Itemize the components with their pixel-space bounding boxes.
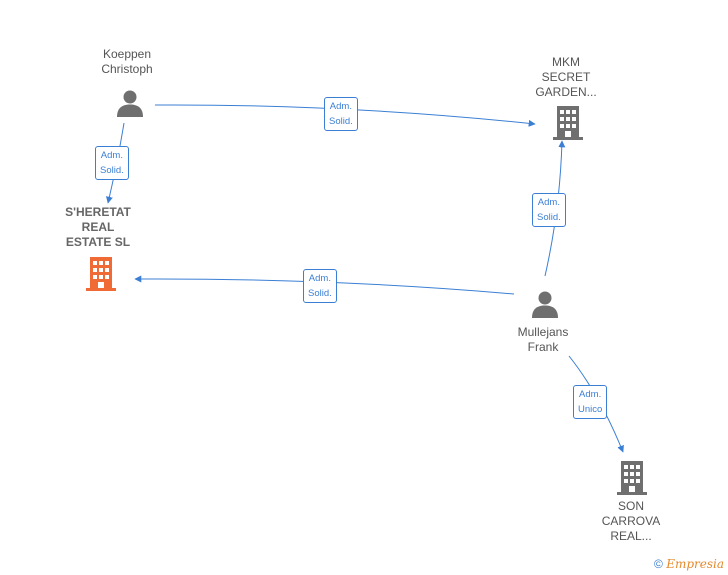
node-label-mullejans[interactable]: Mullejans Frank — [517, 325, 569, 354]
node-label-sheretat[interactable]: S'HERETAT REAL ESTATE SL — [65, 205, 131, 249]
relation-label-koeppen-sheretat[interactable]: Adm. Solid. — [95, 146, 129, 180]
person-icon[interactable] — [530, 289, 560, 319]
node-label-koeppen[interactable]: Koeppen Christoph — [101, 47, 153, 76]
person-icon[interactable] — [115, 88, 145, 118]
copyright-icon: © — [654, 557, 663, 571]
main-building-icon[interactable] — [85, 256, 117, 291]
relation-label-mullejans-sheretat[interactable]: Adm. Solid. — [303, 269, 337, 303]
building-icon[interactable] — [617, 460, 647, 495]
relation-label-mullejans-mkm[interactable]: Adm. Solid. — [532, 193, 566, 227]
relation-label-koeppen-mkm[interactable]: Adm. Solid. — [324, 97, 358, 131]
node-label-mkm[interactable]: MKM SECRET GARDEN... — [535, 55, 597, 99]
brand-logo: Empresia — [666, 557, 724, 571]
relation-label-mullejans-son-carrova[interactable]: Adm. Unico — [573, 385, 608, 419]
copyright-footer: © Empresia — [654, 557, 724, 571]
node-label-son-carrova[interactable]: SON CARROVA REAL... — [601, 499, 661, 543]
building-icon[interactable] — [553, 105, 583, 140]
